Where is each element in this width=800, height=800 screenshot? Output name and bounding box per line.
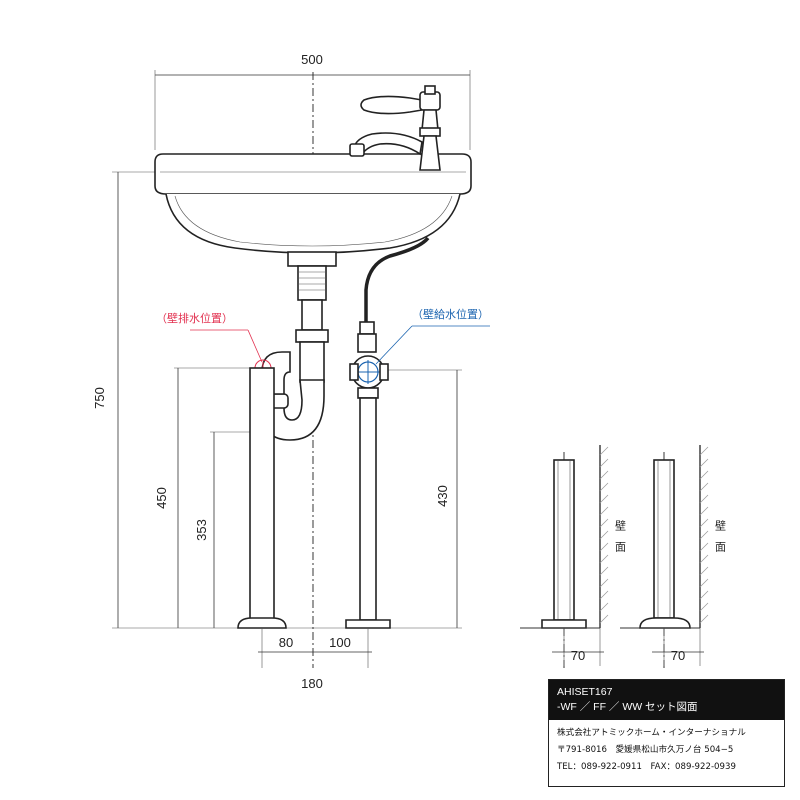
title-block: AHISET167 -WF ／ FF ／ WW セット図面 株式会社アトミックホ… — [548, 679, 785, 787]
trap-height-dimension: 353 — [194, 431, 300, 628]
supply-height-dimension: 430 — [388, 369, 462, 628]
supply-position-label: （壁給水位置） — [412, 307, 489, 321]
height-label: 750 — [92, 387, 107, 409]
sink-basin — [154, 153, 472, 267]
trap-height-label: 353 — [194, 519, 209, 541]
height-dimension: 750 — [92, 171, 160, 628]
drain-height-dimension: 450 — [154, 367, 262, 628]
drain-height-label: 450 — [154, 487, 169, 509]
faucet — [349, 85, 441, 171]
supply-position-callout: （壁給水位置） — [375, 307, 490, 365]
bottom-offset-dimensions: 80 100 180 — [258, 628, 372, 691]
side-view-2: 壁面 70 — [620, 445, 727, 670]
model-number: AHISET167 — [557, 686, 613, 698]
drain-pipe — [237, 367, 287, 629]
supply-offset-label: 100 — [329, 635, 351, 650]
width-label: 500 — [301, 52, 323, 67]
company-name: 株式会社アトミックホーム・インターナショナル — [557, 728, 746, 738]
wall-offset-label-1: 70 — [571, 648, 585, 663]
title-block-header: AHISET167 -WF ／ FF ／ WW セット図面 — [549, 680, 784, 720]
title-block-body: 株式会社アトミックホーム・インターナショナル 〒791-8016 愛媛県松山市久… — [549, 720, 784, 776]
drain-position-callout: （壁排水位置） — [156, 311, 263, 363]
wall-offset-label-2: 70 — [671, 648, 685, 663]
supply-height-label: 430 — [435, 485, 450, 507]
company-address: 〒791-8016 愛媛県松山市久万ノ台 504−5 — [557, 745, 734, 755]
width-dimension: 500 — [154, 52, 471, 150]
wall-label-1: 壁面 — [614, 519, 627, 562]
pipe-spacing-label: 180 — [301, 676, 323, 691]
drain-position-label: （壁排水位置） — [156, 311, 233, 325]
drain-offset-label: 80 — [279, 635, 293, 650]
side-view-1: 壁面 70 — [520, 445, 627, 670]
wall-label-2: 壁面 — [714, 519, 727, 562]
company-contact: TEL：089-922-0911 FAX：089-922-0939 — [557, 762, 736, 772]
supply-line — [345, 236, 430, 629]
model-variants: -WF ／ FF ／ WW セット図面 — [557, 701, 698, 713]
